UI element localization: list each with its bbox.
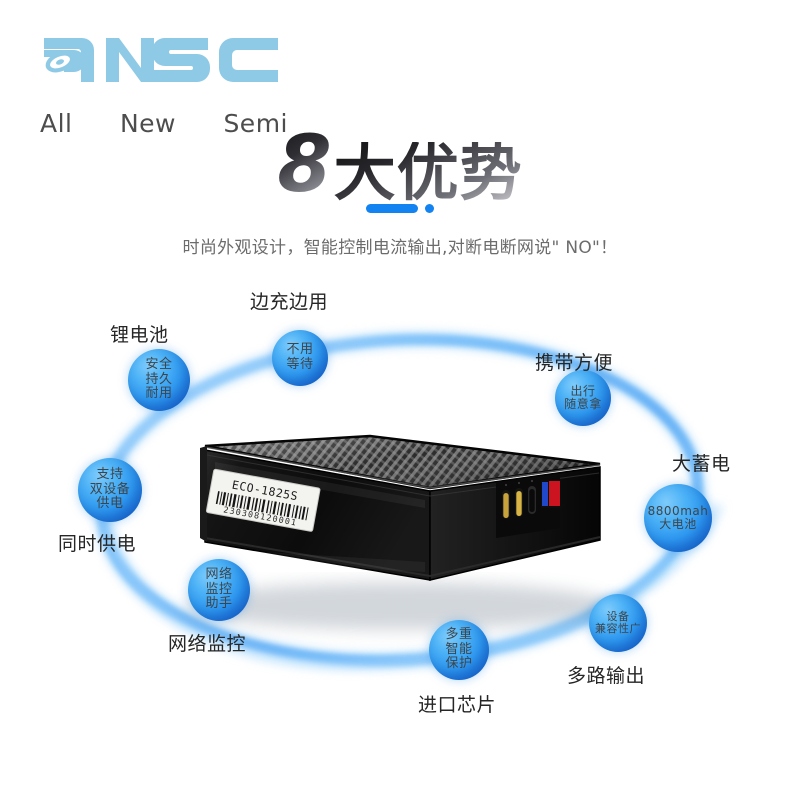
- divider-bar: [366, 203, 418, 213]
- feature-bubble-line: 出行: [570, 383, 596, 398]
- feature-bubble-network-monitor[interactable]: 网络监控助手: [188, 559, 250, 621]
- brand-logo: All New Semi: [38, 22, 288, 138]
- tagline-word-all: All: [40, 108, 73, 138]
- tagline-word-semi: Semi: [223, 108, 288, 138]
- feature-bubble-line: 监控: [205, 581, 233, 597]
- feature-bubble-line: 不用: [286, 342, 314, 358]
- feature-bubble-lithium-battery[interactable]: 安全持久耐用: [128, 349, 190, 411]
- feature-bubble-line: 大电池: [659, 517, 697, 531]
- feature-bubble-line: 兼容性广: [595, 622, 641, 635]
- terminal-block: [541, 480, 561, 508]
- feature-bubble-line: 支持: [96, 467, 124, 483]
- feature-bubble-line: 多重: [445, 627, 473, 643]
- product-ports: [496, 474, 561, 538]
- headline-text: 大优势: [333, 136, 523, 209]
- feature-bubble-imported-chip[interactable]: 多重智能保护: [429, 620, 489, 680]
- feature-label-large-capacity: 大蓄电: [672, 453, 731, 475]
- dc-port-1: [502, 490, 510, 519]
- feature-label-dual-device-power: 同时供电: [58, 533, 137, 555]
- feature-bubble-line: 等待: [286, 357, 314, 372]
- dc-port-2: [515, 488, 523, 517]
- divider-dot: [425, 203, 434, 213]
- feature-bubble-line: 随意拿: [564, 397, 602, 411]
- feature-bubble-line: 双设备: [89, 481, 131, 497]
- feature-label-network-monitor: 网络监控: [168, 633, 247, 655]
- dc-port-3: [528, 486, 536, 514]
- feature-bubble-charge-while-use[interactable]: 不用等待: [272, 330, 328, 386]
- feature-bubble-multi-output[interactable]: 设备兼容性广: [589, 594, 647, 652]
- feature-bubble-dual-device-power[interactable]: 支持双设备供电: [78, 458, 142, 522]
- headline-number: 8: [277, 126, 333, 204]
- title-divider: [0, 200, 800, 216]
- page-title: 8 大优势: [0, 126, 800, 204]
- feature-bubble-line: 网络: [205, 567, 233, 583]
- feature-bubble-line: 设备: [606, 609, 630, 623]
- product-barcode: [215, 491, 309, 521]
- product-image: ECO-1825S 230308120001: [0, 250, 800, 750]
- feature-bubble-line: 安全: [145, 357, 173, 373]
- page-subtitle: 时尚外观设计，智能控制电流输出,对断电断网说" NO"！: [182, 238, 618, 258]
- feature-bubble-line: 助手: [205, 596, 233, 612]
- feature-bubble-line: 保护: [445, 656, 473, 672]
- feature-bubble-line: 8800mah: [647, 503, 709, 518]
- feature-bubble-line: 供电: [96, 496, 124, 512]
- feature-label-lithium-battery: 锂电池: [110, 324, 169, 346]
- feature-bubble-line: 持久: [145, 371, 173, 387]
- feature-label-charge-while-use: 边充边用: [250, 291, 329, 313]
- feature-label-imported-chip: 进口芯片: [418, 694, 497, 716]
- brand-tagline: All New Semi: [40, 108, 288, 138]
- feature-label-multi-output: 多路输出: [567, 665, 646, 687]
- feature-label-portable: 携带方便: [535, 352, 614, 374]
- feature-bubble-line: 耐用: [145, 386, 173, 402]
- feature-bubble-line: 智能: [445, 641, 473, 657]
- ansc-wordmark-icon: [38, 22, 288, 84]
- feature-bubble-portable[interactable]: 出行随意拿: [555, 370, 611, 426]
- tagline-word-new: New: [119, 108, 176, 138]
